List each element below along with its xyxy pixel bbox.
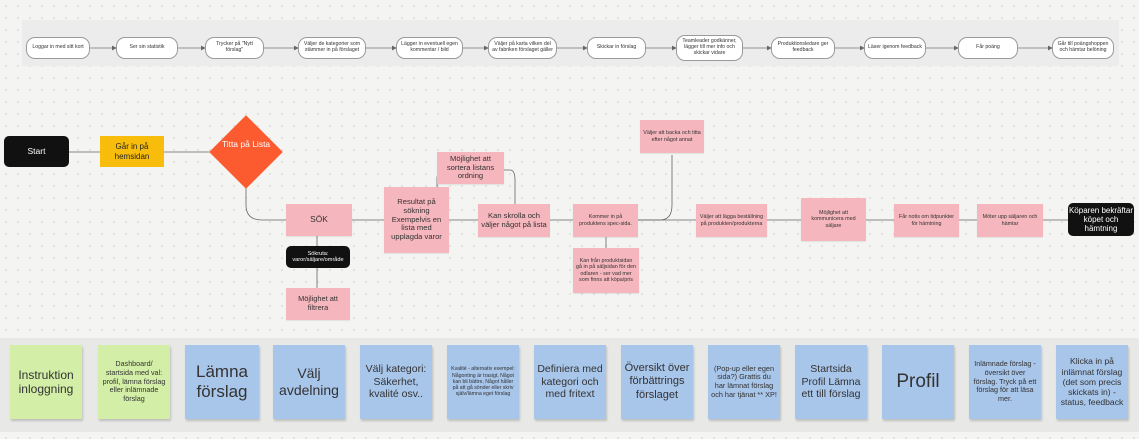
sticky-proposal-status: Klicka in på inlämnat förslag (det som p… [1056,345,1128,419]
node-pickup-notice: Får notis om tidpunkter för hämtning [894,204,959,237]
step-statistics: Ser sin statistik [116,37,178,59]
node-meet-seller: Möter upp säljaren och hämtar [977,204,1043,237]
sticky-profile-start: Startsida Profil Lämna ett till förslag [795,345,867,419]
end-node: Köparen bekräftar köpet och hämtning [1068,203,1134,236]
node-sort-order: Möjlighet att sortera listans ordning [437,152,504,184]
step-add-comment: Lägger in eventuell egen kommentar / bil… [396,37,463,59]
node-go-back: Väljer att backa och titta efter något a… [640,120,704,153]
step-production-manager: Produktionsledare ger feedback [771,37,835,59]
sticky-choose-department: Välj avdelning [273,345,345,419]
step-choose-categories: Väljer de kategorier som stämmer in på f… [298,37,366,59]
step-login: Loggar in med sitt kort [26,37,90,59]
node-product-spec: Kommer in på produktens spec-sida. [573,204,638,237]
node-filter: Möjlighet att filtrera [286,288,350,320]
node-search-result: Resultat på sökning Exempelvis en lista … [384,187,449,253]
sticky-congrats-popup: (Pop-up eller egen sida?) Grattis du har… [708,345,780,419]
sticky-submitted-proposals: Inlämnade förslag - översikt över försla… [969,345,1041,419]
node-place-order: Väljer att lägga beställning på produkte… [696,204,767,237]
sticky-define-category: Definiera med kategori och med fritext [534,345,606,419]
step-points-shop: Går till poängshoppen och hämtar belönin… [1052,37,1114,59]
node-seller-page: Kan från produktsidan gå in på säljsidan… [573,248,639,293]
sticky-submit-proposal: Lämna förslag [185,345,259,419]
sticky-proposal-overview: Översikt över förbättrings förslaget [621,345,693,419]
sticky-choose-category: Välj kategori: Säkerhet, kvalité osv.. [360,345,432,419]
top-flow-band [22,20,1119,66]
start-node: Start [4,136,69,167]
sticky-dashboard: Dashboard/ startsida med val: profil, lä… [98,345,170,419]
step-new-proposal: Trycker på "Nytt förslag" [205,37,264,59]
step-choose-map: Väljer på karta vilken del av fabriken f… [488,37,557,59]
sticky-quality-examples: Kvalité - alternativ exempel: Någonting … [447,345,519,419]
node-enter-website: Går in på hemsidan [100,136,164,167]
sticky-login-instruction: Instruktion inloggning [10,345,82,419]
node-contact-seller: Möjlighet att kommunicera med säljare [801,198,866,241]
node-scroll-choose: Kan skrolla och väljer något på lista [478,204,550,237]
decision-label: Titta på Lista [221,139,271,149]
step-teamleader: Teamleader godkänner, lägger till mer in… [676,35,743,61]
step-get-points: Får poäng [958,37,1018,59]
node-search: SÖK [286,204,352,236]
step-submit: Skickar in förslag [587,37,646,59]
node-search-box: Sökruta: varor/säljare/område [286,246,350,268]
step-read-feedback: Läser igenom feedback [864,37,926,59]
sticky-profile: Profil [882,345,954,419]
